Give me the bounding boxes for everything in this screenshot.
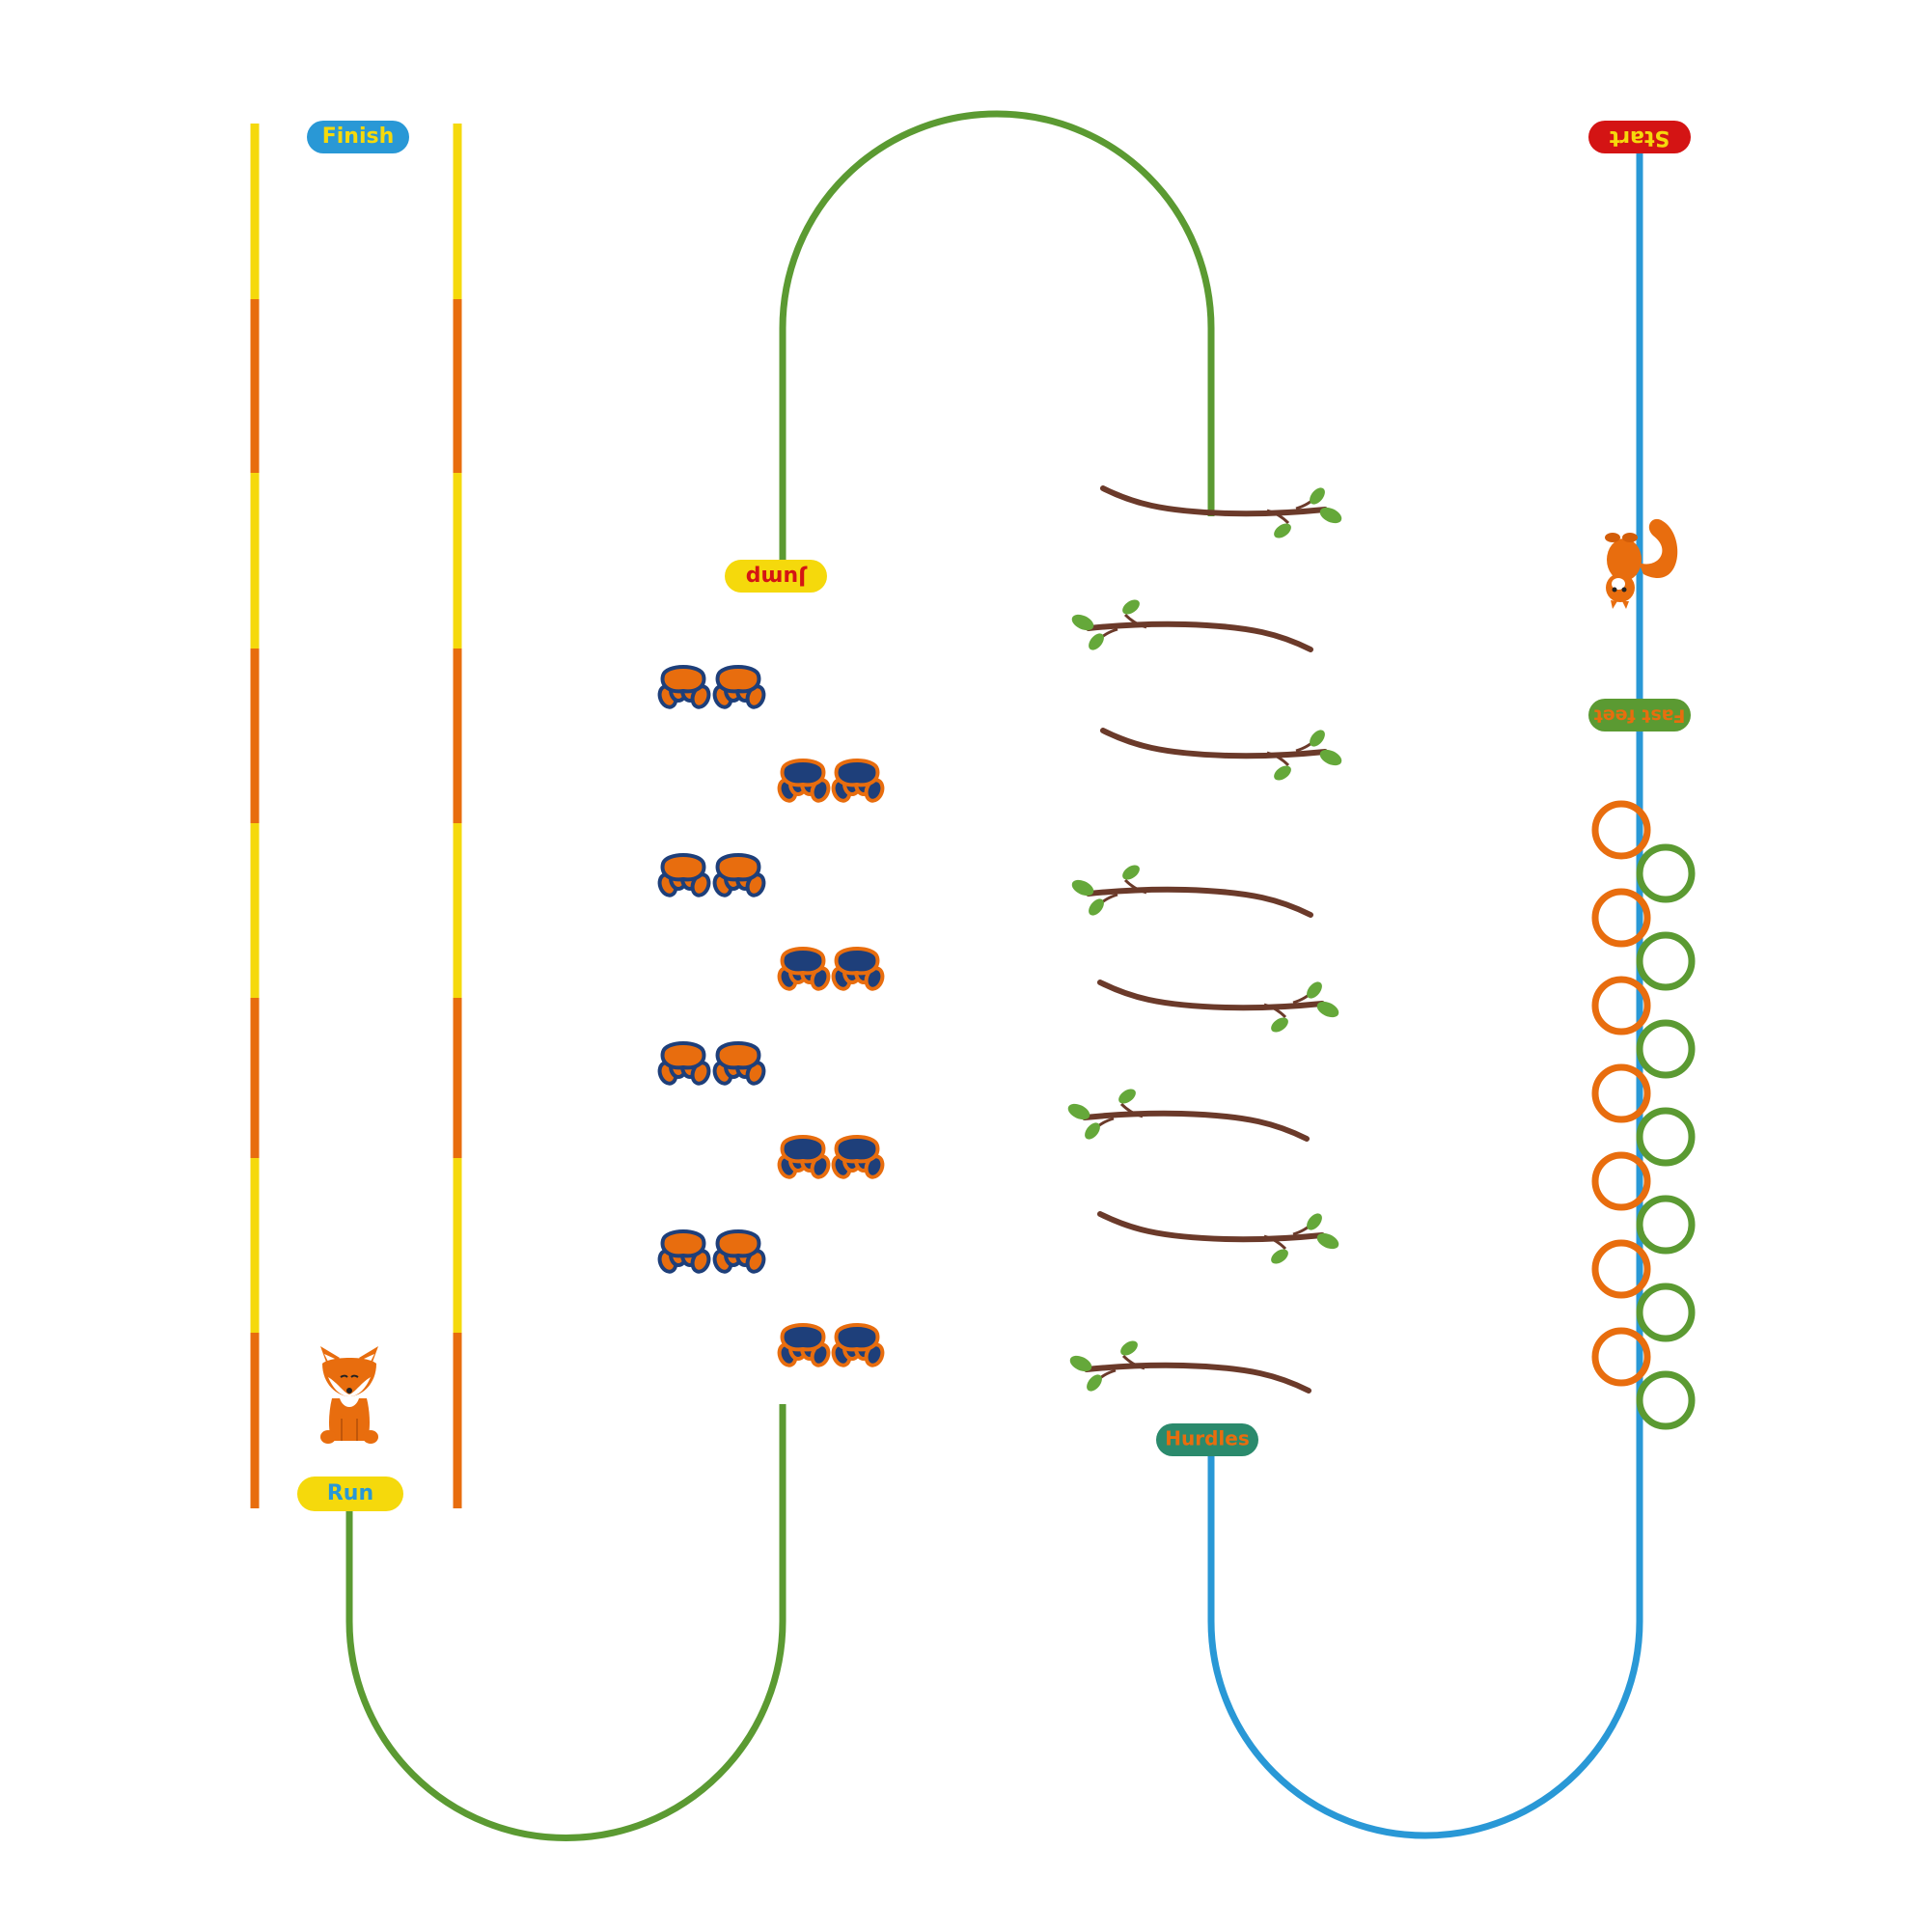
ring-marker [1636, 1370, 1696, 1430]
station-finish-label: Finish [322, 124, 395, 149]
ring-marker [1591, 976, 1651, 1035]
station-hurdles-label: Hurdles [1165, 1427, 1249, 1450]
branch-hurdle [1100, 979, 1341, 1035]
ring-marker [1636, 843, 1696, 903]
branch-hurdle [1103, 727, 1344, 783]
station-start: Start [1588, 121, 1691, 153]
paw-print-icon [828, 1135, 888, 1182]
station-fast-feet: Fast feet [1588, 699, 1691, 731]
station-fast-feet-label: Fast feet [1594, 705, 1686, 727]
squirrel-illustration [1605, 518, 1678, 609]
ring-marker [1591, 888, 1651, 948]
station-hurdles: Hurdles [1156, 1423, 1258, 1456]
paw-print-icon [828, 1323, 888, 1370]
ring-marker [1636, 1195, 1696, 1255]
paw-print-icon [654, 1229, 714, 1277]
paw-print-icon [654, 1041, 714, 1089]
paw-print-icon [654, 665, 714, 712]
trail-bottom-right-curve [1207, 1399, 1643, 1839]
paw-print-icon [774, 947, 834, 994]
paw-print-icon [774, 759, 834, 806]
paw-print-icon [709, 1041, 769, 1089]
ring-markers [1591, 800, 1696, 1430]
ring-marker [1591, 1063, 1651, 1123]
station-run-label: Run [327, 1481, 373, 1505]
branch-hurdle [1067, 1338, 1309, 1394]
branch-hurdle [1069, 862, 1311, 918]
ring-marker [1636, 1107, 1696, 1167]
station-run: Run [297, 1477, 403, 1511]
paw-print-icon [774, 1323, 834, 1370]
trail-bottom-left-curve [345, 1404, 787, 1841]
paw-print-icon [709, 853, 769, 900]
station-start-label: Start [1609, 125, 1670, 150]
paw-print-icon [828, 759, 888, 806]
ring-marker [1591, 1239, 1651, 1299]
branch-hurdle [1100, 1210, 1341, 1266]
station-finish: Finish [307, 121, 409, 153]
paw-print-icon [774, 1135, 834, 1182]
ring-marker [1591, 800, 1651, 860]
paw-prints [654, 665, 888, 1370]
station-jump: Jump [725, 560, 827, 593]
ring-marker [1636, 1283, 1696, 1342]
paw-print-icon [709, 1229, 769, 1277]
fox-illustration [320, 1346, 378, 1444]
ring-marker [1591, 1151, 1651, 1211]
branch-hurdle [1069, 596, 1311, 652]
paw-print-icon [709, 665, 769, 712]
ring-marker [1636, 931, 1696, 991]
paw-print-icon [654, 853, 714, 900]
branch-hurdle [1103, 484, 1344, 540]
paw-print-icon [828, 947, 888, 994]
branch-hurdles [1065, 484, 1344, 1394]
ring-marker [1591, 1327, 1651, 1387]
branch-hurdle [1065, 1086, 1307, 1142]
trail-top-arch [779, 110, 1215, 569]
station-jump-label: Jump [746, 565, 809, 589]
ring-marker [1636, 1019, 1696, 1079]
